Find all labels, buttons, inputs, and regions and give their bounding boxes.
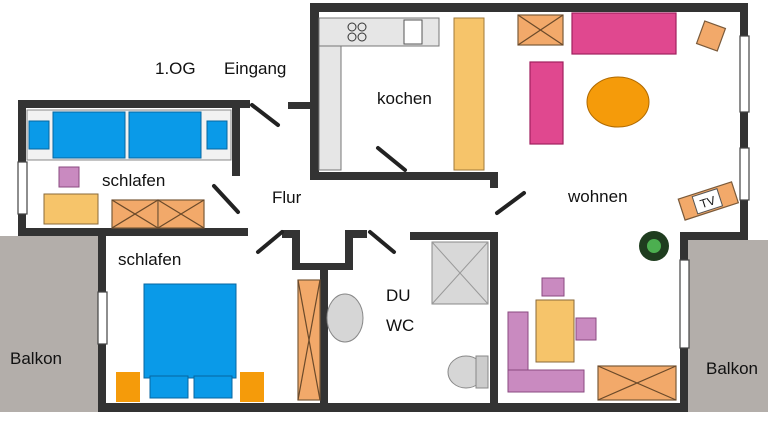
tv-label: TV [698,193,717,211]
doors [212,103,526,254]
room-label-bedroom-2: schlafen [118,250,181,269]
windows [17,35,750,349]
room-label-living: wohnen [567,187,628,206]
room-label-kitchen: kochen [377,89,432,108]
room-label-balcony-right: Balkon [706,359,758,378]
room-label-bathroom-du: DU [386,286,411,305]
entrance-label: Eingang [224,59,286,78]
balcony-left [0,236,99,412]
room-label-bathroom-wc: WC [386,316,414,335]
balcony-right [688,240,768,412]
floor-label: 1.OG [155,59,196,78]
bedroom-2-furniture [116,279,321,402]
bathroom-fixtures [326,241,489,389]
room-label-bedroom-1: schlafen [102,171,165,190]
room-label-hallway: Flur [272,188,302,207]
room-label-balcony-left: Balkon [10,349,62,368]
living-furniture: TV [507,12,740,401]
kitchen-furniture [318,17,485,171]
bedroom-1-furniture [26,109,232,229]
